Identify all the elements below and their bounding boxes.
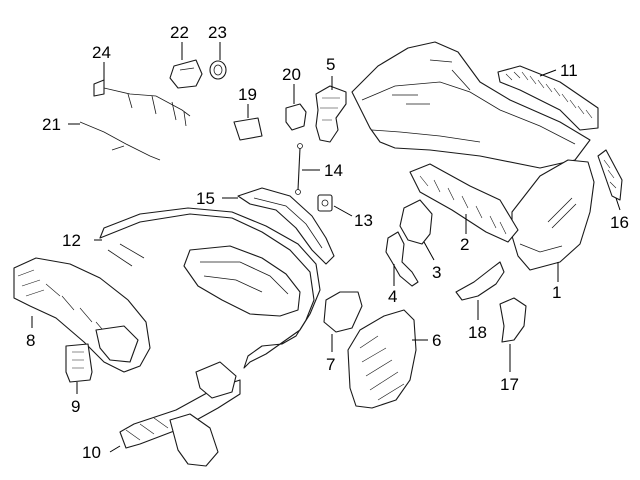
callout-label: 15 [196,189,215,208]
callout-label: 7 [326,355,335,374]
part-cover-cap [233,117,263,141]
callout-label: 16 [610,213,629,232]
callout-label: 18 [468,323,487,342]
part-small-plate [317,194,333,212]
part-cover-plate [323,291,363,333]
part-lip-trim [237,187,335,265]
callout-label: 10 [82,443,101,462]
callout-label: 8 [26,331,35,350]
leader-lines [31,42,621,453]
callout-label: 3 [432,263,441,282]
part-impact-bracket [409,163,519,243]
part-lower-diffuser [99,207,321,369]
part-bumper-lower-cover [511,159,595,271]
callout-label: 4 [388,287,397,306]
callout-label: 14 [324,161,343,180]
part-hook-bracket [385,231,419,287]
callout-labels: 1 2 3 4 5 6 7 8 9 10 11 12 13 14 15 16 1… [26,23,629,462]
callout-label: 2 [460,235,469,254]
callout-label: 19 [238,85,257,104]
callout-label: 9 [71,397,80,416]
part-bumper-upper-cover [351,41,591,169]
callout-label: 21 [42,115,61,134]
part-upper-bracket [315,85,347,143]
part-support-rod [295,143,303,195]
callout-label: 23 [208,23,227,42]
part-wire [79,121,161,161]
callout-label: 17 [500,375,519,394]
part-grommet-ring [209,60,227,80]
part-wiring-harness [93,79,191,127]
callout-label: 12 [62,231,81,250]
callout-label: 5 [326,55,335,74]
part-mounting-bracket [347,309,417,409]
part-parking-sensor [169,59,203,89]
callout-label: 6 [432,331,441,350]
callout-label: 20 [282,65,301,84]
part-rear-bracket [499,297,527,343]
part-reinforcement-bar [13,257,151,373]
part-hitch-assembly [119,361,241,467]
part-sensor-bracket [285,103,307,131]
part-bracket-plate [65,343,93,383]
part-trim-strip [497,65,599,131]
callout-label: 22 [170,23,189,42]
callout-label: 13 [354,211,373,230]
callout-label: 1 [552,283,561,302]
part-brace [455,261,505,301]
part-reflector-strip [597,149,623,201]
part-side-bracket [399,199,433,245]
callout-label: 24 [92,43,111,62]
callout-label: 11 [560,61,578,80]
